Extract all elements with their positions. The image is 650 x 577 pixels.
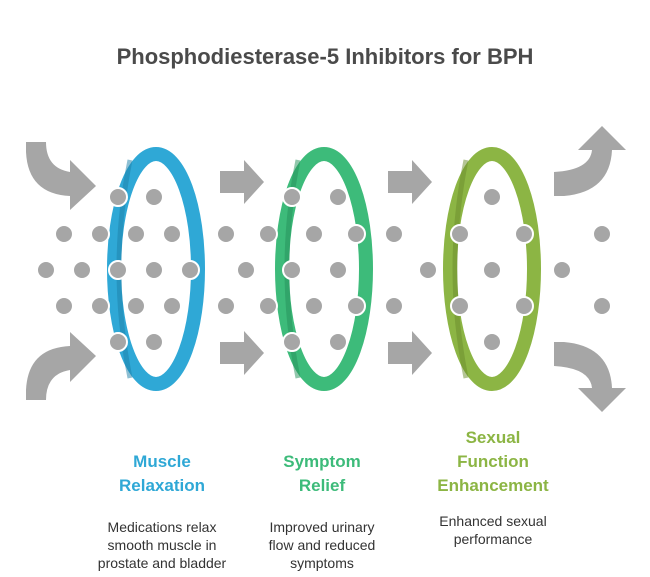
- stage-description-line: Enhanced sexual: [439, 513, 547, 529]
- stage-description: Improved urinary flow and reduced sympto…: [227, 518, 417, 572]
- stage-label: Sexual Function Enhancement: [398, 426, 588, 498]
- stage-label-line: Sexual: [465, 428, 521, 447]
- stage-label-line: Enhancement: [437, 476, 549, 495]
- curved-arrow-out-bottom-icon: [554, 342, 626, 412]
- stage-muscle-relaxation: Muscle Relaxation Medications relax smoo…: [67, 450, 257, 572]
- stage-symptom-relief: Symptom Relief Improved urinary flow and…: [227, 450, 417, 572]
- right-arrow-icon: [220, 331, 264, 375]
- page-title: Phosphodiesterase-5 Inhibitors for BPH: [116, 44, 534, 69]
- curved-arrow-out-top-icon: [554, 126, 626, 196]
- stage-label: Muscle Relaxation: [67, 450, 257, 498]
- stage-description-line: Improved urinary: [269, 519, 375, 535]
- stage-description-line: Medications relax: [107, 519, 217, 535]
- stage-description-line: performance: [453, 531, 533, 547]
- stage-label-line: Relief: [298, 476, 346, 495]
- right-arrow-icon: [220, 160, 264, 204]
- right-arrow-icon: [388, 331, 432, 375]
- particle-dots: [36, 187, 612, 352]
- stage-label-line: Relaxation: [119, 476, 205, 495]
- stage-description: Enhanced sexual performance: [398, 512, 588, 548]
- curved-arrow-in-top-icon: [26, 142, 96, 210]
- stage-label-line: Function: [457, 452, 529, 471]
- curved-arrow-in-bottom-icon: [26, 332, 96, 400]
- stage-description-line: flow and reduced: [268, 537, 376, 553]
- stage-label: Symptom Relief: [227, 450, 417, 498]
- stage-label-line: Muscle: [133, 452, 191, 471]
- stage-description-line: prostate and bladder: [97, 555, 227, 571]
- right-arrow-icon: [388, 160, 432, 204]
- stage-description-line: symptoms: [290, 555, 354, 571]
- stage-sexual-function-enhancement: Sexual Function Enhancement Enhanced sex…: [398, 426, 588, 548]
- stage-description: Medications relax smooth muscle in prost…: [67, 518, 257, 572]
- stage-description-line: smooth muscle in: [107, 537, 217, 553]
- stage-label-line: Symptom: [283, 452, 361, 471]
- ring-stage-3: [443, 147, 541, 391]
